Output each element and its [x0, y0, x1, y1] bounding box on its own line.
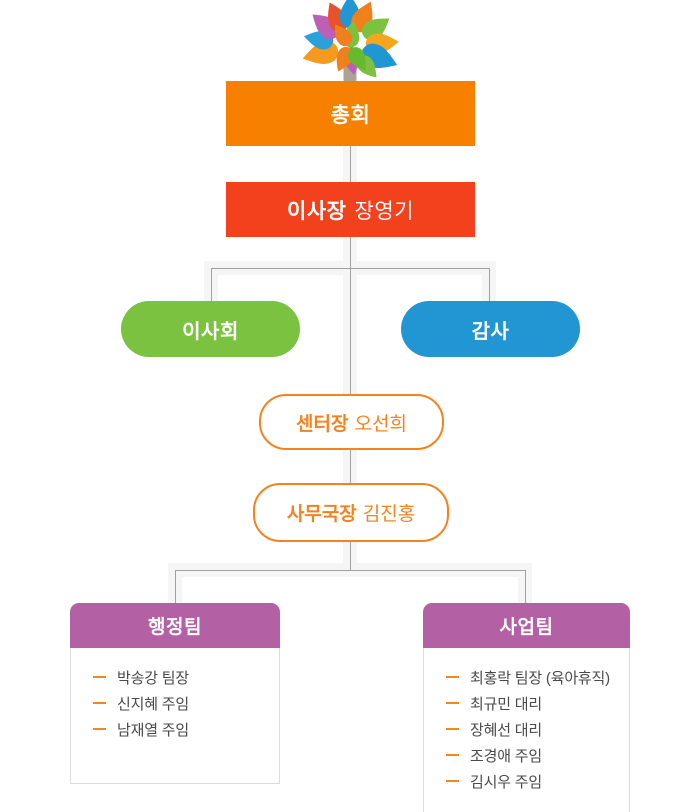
team-member: 최규민 대리	[446, 690, 629, 716]
team-label: 사업팀	[499, 617, 554, 638]
connector-line	[350, 537, 351, 570]
team-member: 최홍락 팀장 (육아휴직)	[446, 664, 629, 690]
node-chairman: 이사장 장영기	[226, 182, 475, 237]
dash-icon	[446, 754, 459, 756]
connector-line	[211, 268, 490, 269]
dash-icon	[446, 676, 459, 678]
node-title: 이사장	[287, 199, 347, 223]
connector-line	[211, 268, 212, 305]
team-member: 남재열 주임	[93, 716, 279, 742]
node-title: 사무국장	[286, 504, 357, 525]
node-label: 총회	[330, 103, 371, 127]
team-header: 행정팀	[70, 603, 280, 648]
team-header: 사업팀	[423, 603, 630, 648]
team-member: 장혜선 대리	[446, 716, 629, 742]
node-label: 감사	[471, 320, 510, 343]
connector-line	[525, 570, 526, 605]
connector-line	[489, 268, 490, 305]
team-member: 조경애 주임	[446, 742, 629, 768]
node-label: 이사회	[182, 320, 239, 343]
tree-logo-icon	[299, 0, 402, 85]
team-member: 박송강 팀장	[93, 664, 279, 690]
dash-icon	[93, 728, 106, 730]
dash-icon	[446, 728, 459, 730]
dash-icon	[446, 702, 459, 704]
node-secretary-general: 사무국장 김진홍	[253, 483, 449, 542]
team-member-list: 박송강 팀장 신지혜 주임 남재열 주임	[70, 648, 280, 784]
connector-line	[350, 446, 351, 486]
team-member: 김시우 주임	[446, 768, 629, 794]
team-member: 신지혜 주임	[93, 690, 279, 716]
connector-line	[175, 570, 526, 571]
team-label: 행정팀	[148, 617, 202, 638]
dash-icon	[93, 702, 106, 704]
node-center-director: 센터장 오선희	[259, 394, 444, 450]
connector-line	[350, 146, 351, 182]
node-title: 센터장	[296, 413, 349, 435]
node-general-assembly: 총회	[226, 81, 475, 146]
team-box-business: 사업팀 최홍락 팀장 (육아휴직) 최규민 대리 장혜선 대리 조경애 주임 김…	[423, 603, 630, 812]
connector-line	[175, 570, 176, 605]
node-person-name: 장영기	[354, 199, 414, 223]
dash-icon	[93, 676, 106, 678]
node-person-name: 오선희	[354, 413, 407, 435]
team-box-admin: 행정팀 박송강 팀장 신지혜 주임 남재열 주임	[70, 603, 280, 784]
dash-icon	[446, 780, 459, 782]
node-board-of-directors: 이사회	[121, 301, 300, 357]
node-person-name: 김진홍	[362, 504, 416, 525]
node-auditor: 감사	[401, 301, 580, 357]
connector-line	[350, 237, 351, 397]
team-member-list: 최홍락 팀장 (육아휴직) 최규민 대리 장혜선 대리 조경애 주임 김시우 주…	[423, 648, 630, 812]
